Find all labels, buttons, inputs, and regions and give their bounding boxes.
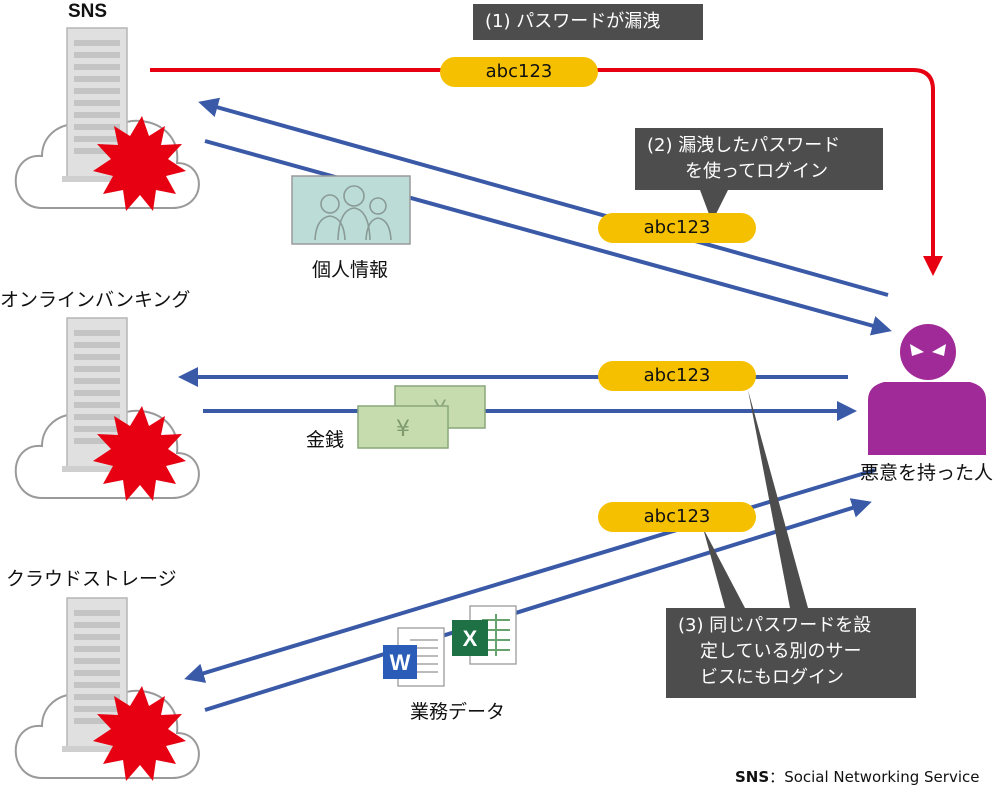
step2-callout-tail <box>700 190 728 222</box>
money-label: 金銭 <box>306 429 345 451</box>
attacker-icon <box>868 324 986 455</box>
svg-text:¥: ¥ <box>396 417 410 442</box>
storage-data-arrow <box>204 498 872 712</box>
footnote-abbr: SNS <box>735 768 770 786</box>
footnote: SNS：Social Networking Service <box>735 766 979 787</box>
sns-login-arrow <box>198 97 889 297</box>
step3-callout-tail-b <box>703 528 745 608</box>
step1-callout: (1) パスワードが漏洩 <box>473 4 703 40</box>
password-pill-storage: abc123 <box>598 502 756 532</box>
banking-server-icon <box>14 317 200 502</box>
step2-callout: (2) 漏洩したパスワード を使ってログイン <box>635 128 883 190</box>
storage-label: クラウドストレージ <box>6 568 177 590</box>
step2-line1: (2) 漏洩したパスワード <box>647 135 841 156</box>
password-pill-banking: abc123 <box>598 361 756 391</box>
svg-text:W: W <box>390 650 411 675</box>
business-data-label: 業務データ <box>410 701 506 723</box>
excel-spreadsheet-icon: X <box>452 605 517 665</box>
sns-label: SNS <box>68 1 108 22</box>
personal-info-label: 個人情報 <box>312 259 389 281</box>
money-icon: ¥ ¥ <box>357 385 486 449</box>
word-document-icon: W <box>383 627 445 687</box>
storage-login-arrow <box>184 468 876 683</box>
attacker-label: 悪意を持った人 <box>860 462 994 484</box>
banking-label: オンラインバンキング <box>0 289 191 311</box>
footnote-full: Social Networking Service <box>784 768 980 786</box>
step3-callout: (3) 同じパスワードを設 定している別のサー ビスにもログイン <box>666 608 916 698</box>
step3-line1: (3) 同じパスワードを設 <box>678 615 872 636</box>
step3-line2: 定している別のサー <box>700 641 862 662</box>
sns-data-arrow <box>204 139 892 336</box>
footnote-sep: ： <box>769 768 785 786</box>
step3-callout-tail-a <box>748 390 808 608</box>
sns-server-icon <box>14 27 200 212</box>
storage-server-icon <box>14 597 200 782</box>
step2-line2: を使ってログイン <box>685 161 829 182</box>
password-pill-leak: abc123 <box>440 57 598 87</box>
leak-arrow <box>150 68 943 276</box>
password-pill-sns: abc123 <box>598 213 756 243</box>
step3-line3: ビスにもログイン <box>700 667 844 688</box>
svg-text:X: X <box>463 626 478 651</box>
personal-info-photo-icon <box>291 175 411 245</box>
